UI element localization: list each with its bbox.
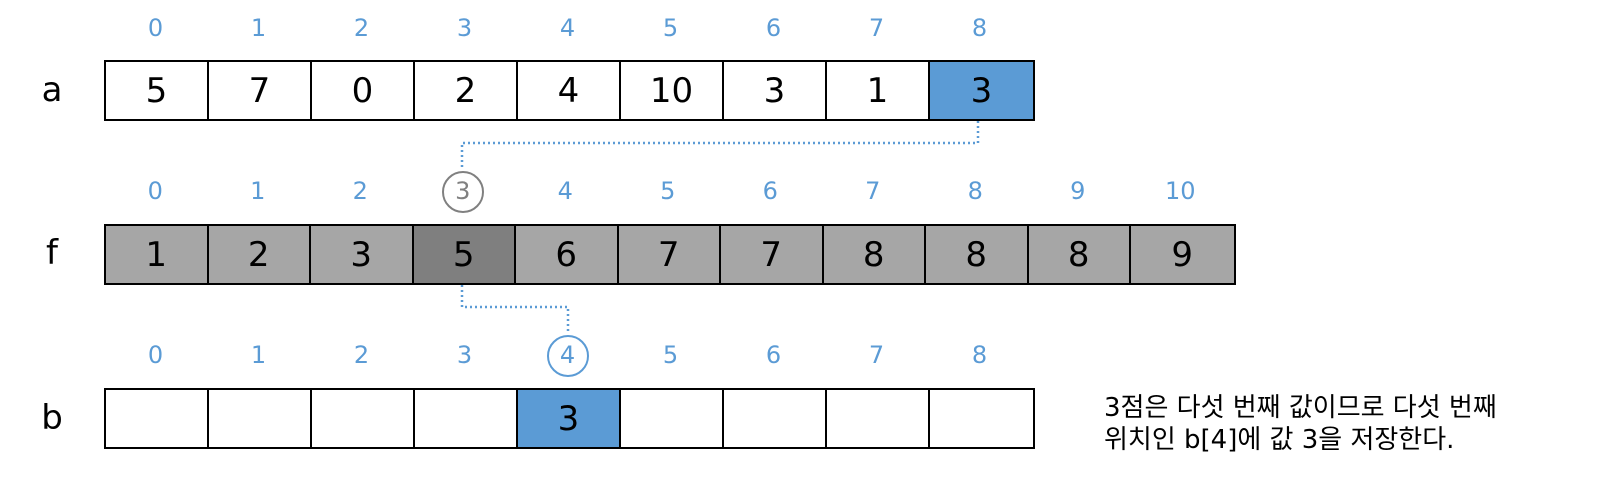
- array-f-label: f: [46, 233, 58, 273]
- array-b-index-circle-icon: [546, 335, 589, 377]
- array-f-cell-6: 7: [721, 226, 824, 283]
- array-b-index-4: 4: [559, 341, 576, 369]
- array-a-index-1: 1: [250, 14, 267, 42]
- array-b-cell-8: [930, 390, 1033, 447]
- array-f-cell-10: 9: [1131, 226, 1234, 283]
- array-a-index-7: 7: [868, 14, 885, 42]
- array-f-cell-4: 6: [516, 226, 619, 283]
- array-f-index-0: 0: [147, 177, 163, 205]
- array-b-label: b: [41, 398, 63, 438]
- array-a-cell-3: 2: [415, 62, 518, 119]
- array-a-cell-1: 7: [209, 62, 312, 119]
- array-a-index-6: 6: [765, 14, 782, 42]
- array-f-index-3: 3: [455, 177, 471, 205]
- array-f-index-4: 4: [557, 177, 573, 205]
- array-f-index-10: 10: [1164, 177, 1196, 205]
- array-b-cell-0: [106, 390, 209, 447]
- array-b-cell-1: [209, 390, 312, 447]
- array-b-index-5: 5: [662, 341, 679, 369]
- array-b-index-1: 1: [250, 341, 267, 369]
- array-a-index-2: 2: [353, 14, 370, 42]
- array-f-index-7: 7: [865, 177, 881, 205]
- array-b-cell-6: [724, 390, 827, 447]
- array-b-cell-5: [621, 390, 724, 447]
- note-line-2: 위치인 b[4]에 값 3을 저장한다.: [1104, 425, 1455, 455]
- array-a-cell-8: 3: [930, 62, 1033, 119]
- array-f-index-circle-icon: [441, 171, 484, 213]
- array-a-cell-7: 1: [827, 62, 930, 119]
- array-a-cell-5: 10: [621, 62, 724, 119]
- array-f-index-1: 1: [250, 177, 266, 205]
- array-a-cell-2: 0: [312, 62, 415, 119]
- array-a-index-8: 8: [971, 14, 988, 42]
- array-f-cell-9: 8: [1028, 226, 1131, 283]
- array-f-cell-5: 7: [618, 226, 721, 283]
- explanation-note: 3점은 다섯 번째 값이므로 다섯 번째 위치인 b[4]에 값 3을 저장한다…: [1104, 392, 1497, 456]
- array-f-index-8: 8: [967, 177, 983, 205]
- array-a-cell-4: 4: [518, 62, 621, 119]
- array-f-cell-7: 8: [823, 226, 926, 283]
- array-f-cell-2: 3: [311, 226, 414, 283]
- array-a-index-4: 4: [559, 14, 576, 42]
- array-b-cell-3: [415, 390, 518, 447]
- array-b-index-2: 2: [353, 341, 370, 369]
- array-f-cell-8: 8: [926, 226, 1029, 283]
- array-b-cell-7: [827, 390, 930, 447]
- array-b-cell-4: 3: [518, 390, 621, 447]
- array-b-index-8: 8: [971, 341, 988, 369]
- array-a-index-3: 3: [456, 14, 473, 42]
- note-line-1: 3점은 다섯 번째 값이므로 다섯 번째: [1104, 393, 1497, 423]
- array-a-index-0: 0: [147, 14, 164, 42]
- array-b: 3: [104, 388, 1035, 449]
- array-b-index-0: 0: [147, 341, 164, 369]
- array-a-cell-0: 5: [106, 62, 209, 119]
- array-f-index-9: 9: [1070, 177, 1086, 205]
- array-f-index-2: 2: [352, 177, 368, 205]
- array-a-index-5: 5: [662, 14, 679, 42]
- array-b-index-6: 6: [765, 341, 782, 369]
- array-b-index-7: 7: [868, 341, 885, 369]
- array-f-cell-1: 2: [208, 226, 311, 283]
- array-f-cell-3: 5: [413, 226, 516, 283]
- array-f-cell-0: 1: [106, 226, 209, 283]
- array-f-index-5: 5: [660, 177, 676, 205]
- array-a-label: a: [41, 70, 63, 110]
- array-a-cell-6: 3: [724, 62, 827, 119]
- array-b-cell-2: [312, 390, 415, 447]
- array-b-index-3: 3: [456, 341, 473, 369]
- array-f-index-6: 6: [762, 177, 778, 205]
